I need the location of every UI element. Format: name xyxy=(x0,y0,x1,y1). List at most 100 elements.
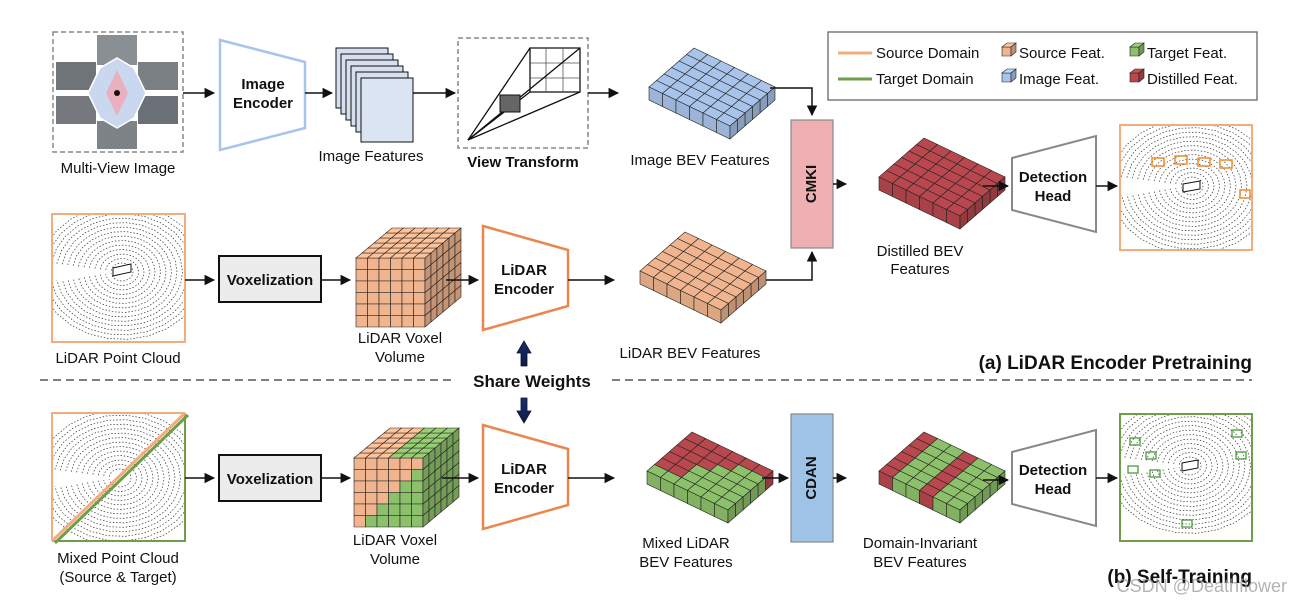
point-cloud-ring xyxy=(59,428,181,528)
voxel-cell-front xyxy=(413,257,426,270)
distilled-bev-label-2: Features xyxy=(890,261,949,278)
voxelization-label-bot: Voxelization xyxy=(227,471,313,488)
detection-head-bot-label-1: Detection xyxy=(1019,462,1087,479)
point-cloud-ring xyxy=(1121,127,1251,245)
voxel-cell-front xyxy=(388,457,401,470)
point-cloud-ring xyxy=(1178,456,1202,476)
voxel-cell-front xyxy=(388,515,401,528)
legend-cube-right xyxy=(1010,68,1017,83)
point-cloud-ring xyxy=(1126,131,1251,241)
voxel-cell-front xyxy=(399,457,412,470)
lidar-encoder-mid-label-1: LiDAR xyxy=(501,262,547,279)
point-cloud-ring xyxy=(67,226,178,318)
voxel-cell-front xyxy=(376,515,389,528)
voxel-cell-front xyxy=(390,292,403,305)
point-cloud-ring xyxy=(97,459,143,497)
voxel-cell-front xyxy=(411,503,424,516)
point-cloud-ring xyxy=(1162,443,1218,489)
voxel-cell-front xyxy=(353,480,366,493)
voxel-cell-front xyxy=(367,257,380,270)
point-cloud-ring xyxy=(53,215,184,331)
legend-target-feat: Target Feat. xyxy=(1147,45,1227,62)
voxel-mid-label-1: LiDAR Voxel xyxy=(358,330,442,347)
voxel-cell-front xyxy=(355,303,368,316)
lidar-encoder-mid-label-2: Encoder xyxy=(494,281,554,298)
voxel-cell-front xyxy=(411,492,424,505)
view-transform-box xyxy=(457,37,589,149)
legend-cube-right xyxy=(1010,42,1017,57)
voxel-cell-front xyxy=(355,280,368,293)
point-cloud-ring xyxy=(103,464,137,492)
voxel-cell-front xyxy=(353,503,366,516)
cdan-block xyxy=(790,413,834,543)
lidar-bev-grid xyxy=(639,231,767,324)
cdan-label: CDAN xyxy=(803,456,820,499)
point-cloud-ring xyxy=(1153,154,1231,218)
legend-distilled-feat: Distilled Feat. xyxy=(1147,71,1238,88)
image-encoder-label-2: Encoder xyxy=(233,95,293,112)
voxel-cell-front xyxy=(355,315,368,328)
voxel-cell-front xyxy=(390,280,403,293)
image-encoder-block xyxy=(218,38,307,152)
voxel-cell-front xyxy=(367,292,380,305)
image-bev-label: Image BEV Features xyxy=(630,152,769,169)
voxel-cell-front xyxy=(365,457,378,470)
voxel-cell-front xyxy=(411,515,424,528)
voxel-cell-front xyxy=(365,503,378,516)
section-a-title: (a) LiDAR Encoder Pretraining xyxy=(979,353,1252,374)
voxel-volume-mid xyxy=(355,227,462,328)
view-transform-label: View Transform xyxy=(467,154,578,171)
point-cloud-ring xyxy=(89,244,156,300)
voxel-cell-front xyxy=(390,303,403,316)
point-cloud-ring xyxy=(81,446,159,510)
voxel-cell-right xyxy=(452,484,460,503)
voxel-cell-front xyxy=(399,492,412,505)
voxel-cell-front xyxy=(365,515,378,528)
voxel-cell-front xyxy=(399,503,412,516)
point-cloud-ring xyxy=(61,222,183,322)
legend-source-feat: Source Feat. xyxy=(1019,45,1105,62)
legend-target-domain: Target Domain xyxy=(876,71,974,88)
voxel-cell-front xyxy=(367,303,380,316)
legend-distilled-feat-cube xyxy=(1129,68,1145,83)
voxel-cell-front xyxy=(401,303,414,316)
point-cloud-ring xyxy=(1148,149,1237,223)
legend: Source Domain Target Domain Source Feat.… xyxy=(827,31,1258,101)
legend-image-feat-cube xyxy=(1001,68,1017,83)
voxel-bot-label-1: LiDAR Voxel xyxy=(353,532,437,549)
voxel-cell-front xyxy=(390,315,403,328)
point-cloud-ring xyxy=(1121,415,1251,534)
point-cloud-ring xyxy=(83,240,161,304)
point-cloud-ring xyxy=(105,258,139,286)
legend-cube-right xyxy=(1138,68,1145,83)
voxel-cell-front xyxy=(365,469,378,482)
point-cloud-ring xyxy=(1180,176,1204,196)
voxel-cell-front xyxy=(401,269,414,282)
voxel-cell-front xyxy=(413,269,426,282)
lidar-point-cloud xyxy=(51,213,186,343)
lidar-point-cloud-label: LiDAR Point Cloud xyxy=(55,350,180,367)
point-cloud-ring xyxy=(1137,140,1248,232)
legend-cube-front xyxy=(1001,46,1012,57)
legend-target-feat-cube xyxy=(1129,42,1145,57)
point-cloud-ring xyxy=(1173,452,1207,480)
voxel-cell-front xyxy=(355,269,368,282)
image-features-stack xyxy=(335,47,414,143)
point-cloud-ring xyxy=(53,215,184,340)
voxel-cell-front xyxy=(388,469,401,482)
point-cloud-ring xyxy=(92,455,148,501)
multiview-label: Multi-View Image xyxy=(61,160,176,177)
voxel-cell-front xyxy=(378,257,391,270)
voxel-cell-front xyxy=(411,469,424,482)
image-bev-grid xyxy=(648,47,776,140)
point-cloud-ring xyxy=(54,423,184,533)
voxel-cell-front xyxy=(367,269,380,282)
lidar-encoder-bot-label-1: LiDAR xyxy=(501,461,547,478)
voxel-cell-front xyxy=(399,480,412,493)
point-cloud-ring xyxy=(1164,163,1220,209)
voxel-cell-front xyxy=(367,315,380,328)
voxel-cell-front xyxy=(365,480,378,493)
image-features-label: Image Features xyxy=(318,148,423,165)
voxel-cell-front xyxy=(399,515,412,528)
